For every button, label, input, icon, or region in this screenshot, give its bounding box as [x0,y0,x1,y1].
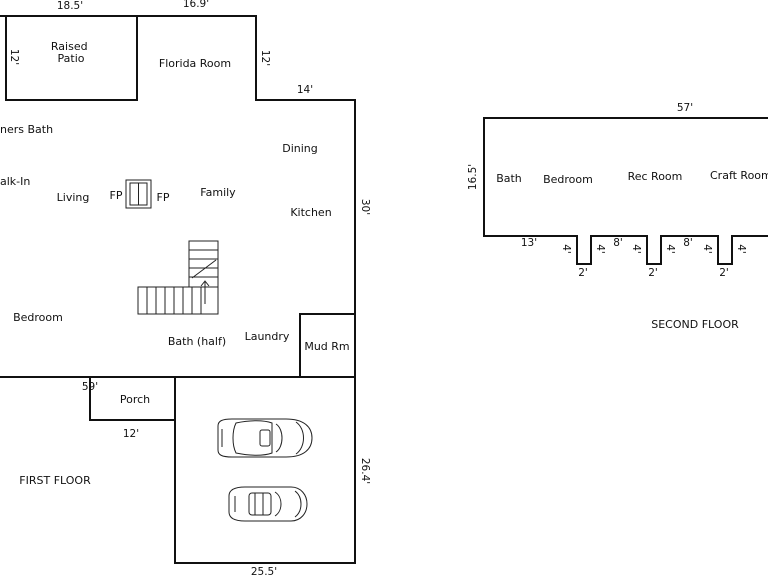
dimension-seg-8-b: 8' [683,237,693,249]
raised-patio-label-line1: Raised [51,40,88,53]
second-floor-outline [483,117,768,265]
dimension-left-segment: 13' [521,237,537,249]
dimension-porch-side: 59' [82,381,98,393]
car-icon [217,418,313,458]
first-floor-stairs [137,240,219,315]
kitchen-label: Kitchen [290,206,331,219]
dimension-dormer-depth: 4' [560,244,572,254]
dimension-dormer-depth: 4' [630,244,642,254]
dimension-dormer-depth: 4' [664,244,676,254]
raised-patio-outline [5,15,138,101]
stairs-lower-flight [137,286,219,315]
stair-break-line [191,259,217,279]
dimension-dormer-depth: 4' [735,244,747,254]
second-floor-dimensions: 57' 16.5' 13' 8' 8' 4' 4' 4' 4' 4' 4' 2'… [467,102,747,279]
bath-label: Bath [496,172,522,185]
first-floor-room-labels: Raised Patio Florida Room ners Bath alk-… [0,40,350,487]
second-floor-caption: SECOND FLOOR [651,318,739,331]
rec-room-label: Rec Room [628,170,683,183]
fireplace-left-label: FP [110,189,123,202]
bath-half-label: Bath (half) [168,335,226,348]
convertible-car-icon [228,486,308,522]
dimension-right-side: 30' [359,199,371,215]
dimension-dormer-width: 2' [578,267,588,279]
bedroom-label: Bedroom [13,311,63,324]
garage-outline [174,376,356,564]
walk-in-label: alk-In [0,175,30,188]
mud-room-outline [299,313,355,377]
dimension-patio-side: 12' [8,49,20,65]
porch-label: Porch [120,393,150,406]
fireplace-symbol [125,179,152,209]
dimension-porch-bottom: 12' [123,428,139,440]
second-floor-walls [483,117,768,265]
dimension-dormer-depth: 4' [594,244,606,254]
dimension-dormer-width: 2' [719,267,729,279]
stairs-upper-flight [188,240,219,288]
dimension-upper-right: 14' [297,84,313,96]
raised-patio-label-line2: Patio [58,52,85,65]
second-floor-room-labels: Bath Bedroom Rec Room Craft Room SECOND … [496,169,768,331]
porch-outline [89,377,175,421]
dimension-garage-side: 26.4' [359,458,371,484]
dimension-garage-bottom: 25.5' [251,566,277,576]
dimension-dormer-depth: 4' [701,244,713,254]
dimension-seg-8-a: 8' [613,237,623,249]
laundry-label: Laundry [245,330,290,343]
craft-room-label: Craft Room [710,169,768,182]
dining-label: Dining [282,142,318,155]
raised-patio-label: Raised Patio [51,40,91,65]
family-label: Family [200,186,236,199]
fireplace-right-label: FP [157,191,170,204]
dimension-width: 57' [677,102,693,114]
florida-room-label: Florida Room [159,57,231,70]
first-floor-dimensions: 18.5' 16.9' 12' 12' 14' 30' 59' 12' 26.4… [8,0,371,576]
dimension-height: 16.5' [467,164,479,190]
second-bedroom-label: Bedroom [543,173,593,186]
dimension-florida-side: 12' [259,50,271,66]
first-floor-caption: FIRST FLOOR [19,474,91,487]
first-floor-walls [0,15,356,564]
mud-room-label: Mud Rm [304,340,349,353]
dimension-top-left: 18.5' [57,0,83,12]
dimension-top-mid: 16.9' [183,0,209,10]
living-label: Living [57,191,90,204]
owners-bath-label: ners Bath [0,123,53,136]
dimension-dormer-width: 2' [648,267,658,279]
stair-direction-arrow [200,280,210,287]
